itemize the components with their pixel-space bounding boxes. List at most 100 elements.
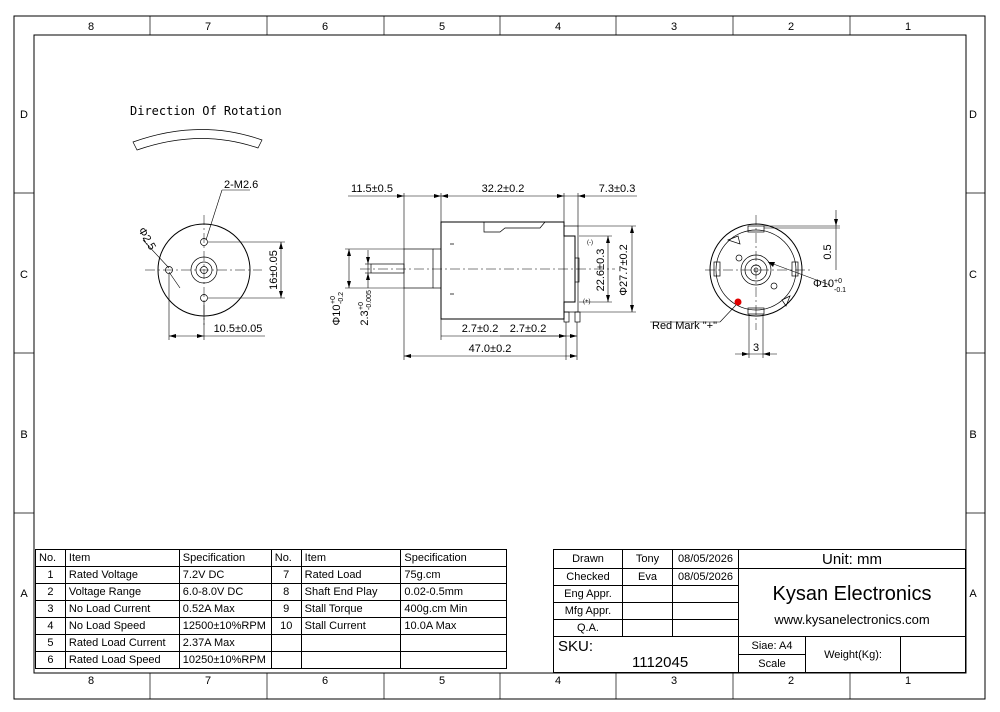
cell-item [300, 634, 402, 652]
mfg-appr-label: Mfg Appr. [553, 602, 623, 620]
sku-value: 1112045 [632, 654, 689, 671]
table-row: 3 No Load Current 0.52A Max 9 Stall Torq… [35, 600, 507, 618]
cell-no: 9 [270, 600, 302, 618]
cell-spec: 0.02-0.5mm [400, 583, 507, 601]
cell-spec: 6.0-8.0V DC [178, 583, 272, 601]
cell-item: Rated Load [300, 566, 402, 584]
spec-table: No. Item Specification No. Item Specific… [35, 549, 507, 669]
rear-boss-tol-up: +0 [834, 278, 842, 285]
zone-col-6-top: 6 [322, 21, 328, 33]
hole-offset-label: 10.5±0.05 [214, 323, 263, 335]
cell-no: 8 [270, 583, 302, 601]
zone-col-8-top: 8 [88, 21, 94, 33]
spec-header-no-2: No. [270, 549, 302, 567]
red-mark-label: Red Mark "+" [652, 320, 717, 332]
zone-ticks [14, 16, 985, 699]
boss-dia-tol-up: +0 [330, 296, 337, 304]
cell-spec: 2.37A Max [178, 634, 272, 652]
boss-dia-label: Φ10 [331, 304, 343, 325]
zone-row-b-left: B [20, 429, 27, 441]
spec-header-item: Item [64, 549, 180, 567]
size-label: Siae: A4 [738, 636, 806, 655]
eng-appr-by [622, 585, 673, 603]
rear-length-label: 7.3±0.3 [599, 183, 636, 195]
spec-header-row: No. Item Specification No. Item Specific… [35, 549, 507, 567]
cell-item: Voltage Range [64, 583, 180, 601]
cell-no: 7 [270, 566, 302, 584]
cell-no: 10 [270, 617, 302, 635]
drawn-date: 08/05/2026 [672, 549, 739, 569]
cell-no: 1 [35, 566, 66, 584]
cell-no: 6 [35, 651, 66, 669]
zone-col-8-bottom: 8 [88, 675, 94, 687]
table-row: 4 No Load Speed 12500±10%RPM 10 Stall Cu… [35, 617, 507, 635]
zone-col-5-bottom: 5 [439, 675, 445, 687]
zone-row-c-right: C [969, 269, 977, 281]
spec-header-item-2: Item [300, 549, 402, 567]
drawn-by: Tony [622, 549, 673, 569]
zone-col-7-bottom: 7 [205, 675, 211, 687]
cell-spec [400, 634, 507, 652]
table-row: 2 Voltage Range 6.0-8.0V DC 8 Shaft End … [35, 583, 507, 601]
company-name: Kysan Electronics [772, 582, 932, 605]
checked-date: 08/05/2026 [672, 568, 739, 586]
cell-spec: 12500±10%RPM [178, 617, 272, 635]
outer-frame [13, 15, 986, 700]
zone-col-1-top: 1 [905, 21, 911, 33]
hole-dia-label: Φ2.5 [135, 226, 157, 253]
terminal-2 [574, 311, 581, 323]
rotation-label: Direction Of Rotation [130, 104, 282, 118]
company-website: www.kysanelectronics.com [774, 611, 930, 627]
mfg-appr-by [622, 602, 673, 620]
offset-label: 0.5 [822, 244, 834, 259]
weight-label: Weight(Kg): [805, 636, 901, 673]
outer-dia-label: Φ27.7±0.2 [618, 244, 630, 296]
table-row: 5 Rated Load Current 2.37A Max [35, 634, 507, 652]
qa-by [622, 619, 673, 637]
cell-item: Shaft End Play [300, 583, 402, 601]
terminal-1 [563, 311, 570, 323]
shaft-dia-label: 2.3 [359, 310, 371, 325]
side-body [440, 221, 576, 320]
zone-col-1-bottom: 1 [905, 675, 911, 687]
terminal-dim-2-label: 2.7±0.2 [510, 323, 547, 335]
hole-label: 2-M2.6 [224, 179, 258, 191]
qa-date [672, 619, 739, 637]
shaft-dia-tol-low: -0.005 [366, 290, 373, 310]
drawn-label: Drawn [553, 549, 623, 569]
side-boss [403, 248, 434, 289]
hole-leader [205, 189, 223, 241]
cell-spec: 0.52A Max [178, 600, 272, 618]
cell-item: No Load Current [64, 600, 180, 618]
minus-mark: (-) [587, 240, 593, 246]
rear-boss-tol-low: -0.1 [834, 287, 846, 294]
company-box: Kysan Electronics www.kysanelectronics.c… [738, 568, 966, 637]
zone-col-3-top: 3 [671, 21, 677, 33]
terminal-width-label: 3 [753, 342, 759, 354]
cell-spec: 7.2V DC [178, 566, 272, 584]
cell-item: Rated Load Speed [64, 651, 180, 669]
rear-boss-leader [767, 261, 831, 286]
zone-col-6-bottom: 6 [322, 675, 328, 687]
checked-by: Eva [622, 568, 673, 586]
zone-row-c-left: C [20, 269, 28, 281]
unit-label: Unit: mm [738, 549, 966, 569]
spec-header-no: No. [35, 549, 66, 567]
rotation-arrow [132, 129, 263, 151]
zone-row-d-right: D [969, 109, 977, 121]
cell-spec: 10.0A Max [400, 617, 507, 635]
spec-header-spec: Specification [178, 549, 272, 567]
zone-col-7-top: 7 [205, 21, 211, 33]
zone-row-d-left: D [20, 109, 28, 121]
shaft-dia-tol-up: +0 [358, 302, 365, 310]
cell-item: Stall Torque [300, 600, 402, 618]
front-view: Direction Of Rotation 2-M2.6 Φ2.5 16±0.0… [130, 104, 285, 340]
zone-col-3-bottom: 3 [671, 675, 677, 687]
sku-box: SKU: 1112045 [553, 636, 739, 673]
inner-dia-label: 22.6±0.3 [595, 249, 607, 292]
zone-col-2-bottom: 2 [788, 675, 794, 687]
scale-label: Scale [738, 654, 806, 673]
cell-item: No Load Speed [64, 617, 180, 635]
